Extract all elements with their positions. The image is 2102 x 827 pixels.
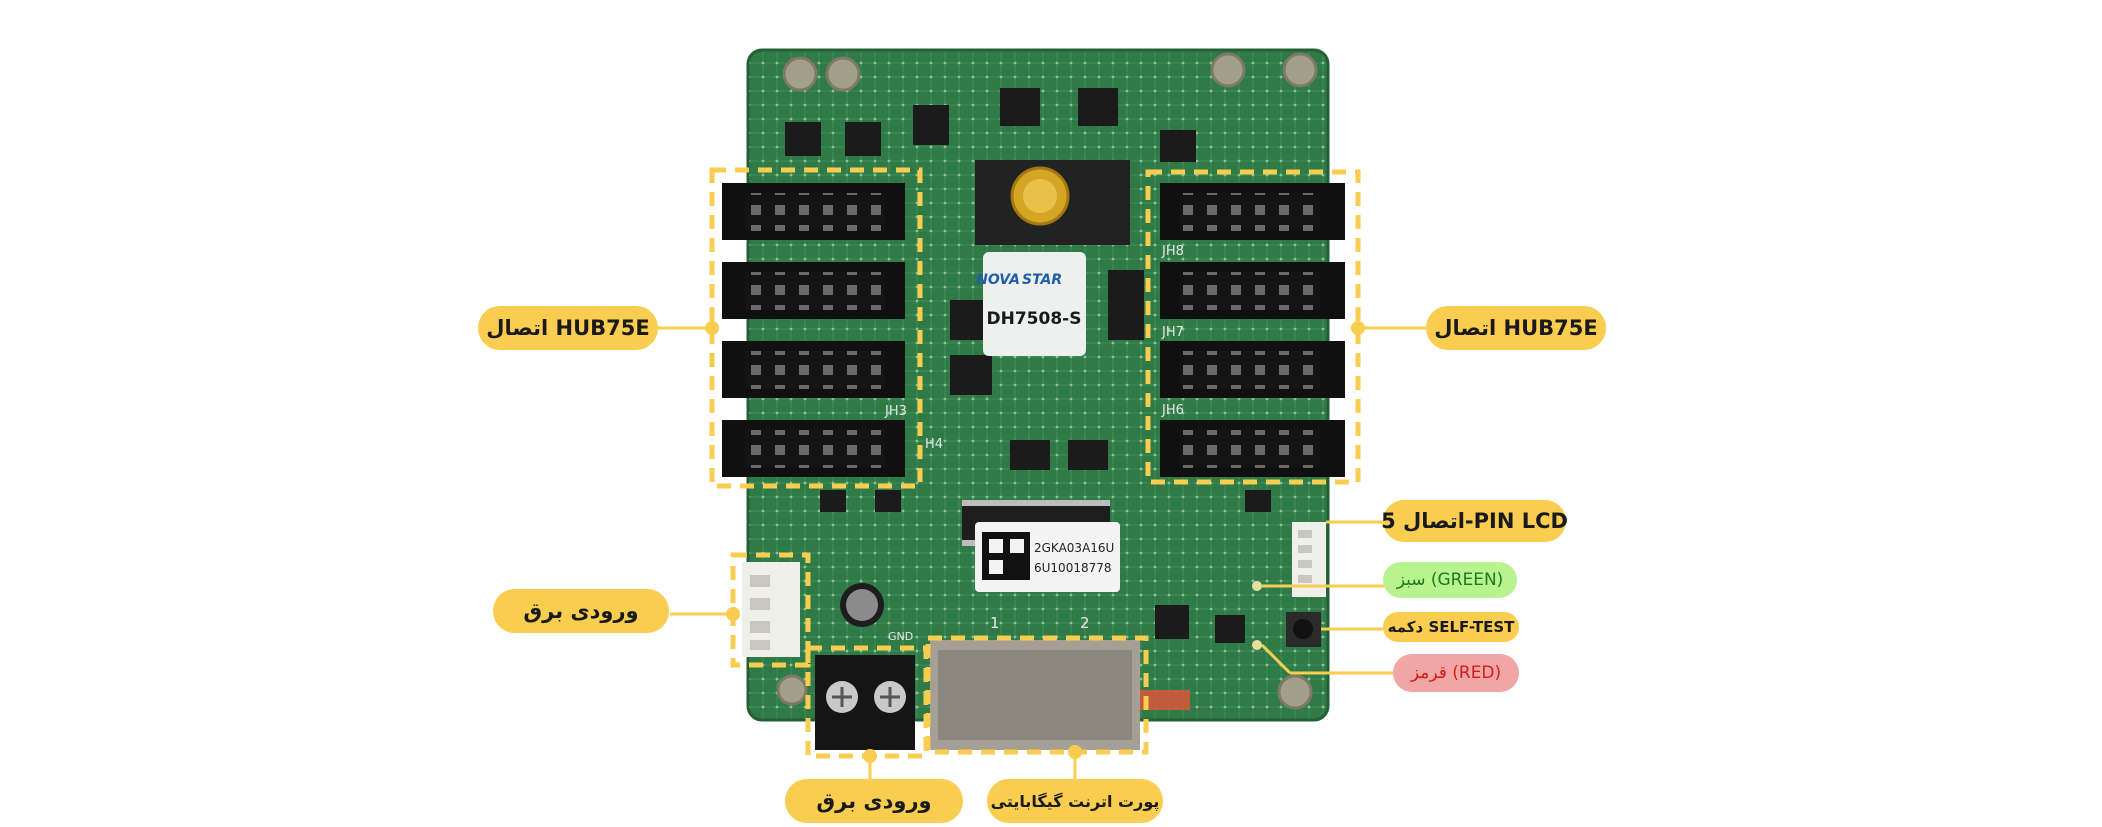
port-number-2: 2 <box>1080 614 1090 632</box>
hub75e-connectors-left <box>722 183 905 477</box>
label-green-led: سبز (GREEN) <box>1383 562 1517 598</box>
led-green <box>1252 581 1262 591</box>
self-test-button <box>1286 612 1321 647</box>
brand-logo-right: STAR <box>1022 272 1062 288</box>
model-sticker: NOVA STAR DH7508-S <box>976 252 1086 356</box>
power-connector-white <box>742 562 800 657</box>
brand-logo-left: NOVA <box>976 272 1020 288</box>
connector-label-jh3: JH3 <box>884 404 907 419</box>
label-self-test: دکمه SELF-TEST <box>1383 612 1519 642</box>
label-ethernet-port: پورت اترنت گیگابایتی <box>987 779 1163 823</box>
hub75e-connectors-right <box>1160 183 1345 477</box>
serial-area: 2GKA03A16U 6U10018778 <box>962 500 1120 592</box>
gnd-label: GND <box>888 630 913 643</box>
label-power-left: ورودی برق <box>493 589 669 633</box>
capacitor <box>840 583 884 627</box>
connector-label-jh7: JH7 <box>1161 325 1184 340</box>
connector-label-jh4: H4 <box>925 437 943 452</box>
label-hub75e-left: اتصال HUB75E <box>478 306 658 350</box>
serial-line-2: 6U10018778 <box>1034 561 1112 575</box>
leader-lines <box>655 326 1430 780</box>
label-lcd-connector: اتصال 5-PIN LCD <box>1381 500 1568 542</box>
main-chip <box>975 160 1130 245</box>
label-power-bottom: ورودی برق <box>785 779 963 823</box>
small-ics <box>785 88 1271 643</box>
mounting-holes <box>776 52 1318 710</box>
label-hub75e-right: اتصال HUB75E <box>1426 306 1606 350</box>
leader-dots <box>705 321 1365 763</box>
label-red-led: قرمز (RED) <box>1393 654 1519 692</box>
connector-label-jh8: JH8 <box>1161 244 1184 259</box>
terminal-block <box>815 655 915 750</box>
board-model: DH7508-S <box>987 309 1082 329</box>
connector-label-jh6: JH6 <box>1161 403 1184 418</box>
serial-line-1: 2GKA03A16U <box>1034 541 1114 555</box>
ethernet-port <box>930 640 1190 750</box>
port-number-1: 1 <box>990 614 1000 632</box>
led-red <box>1252 640 1262 650</box>
